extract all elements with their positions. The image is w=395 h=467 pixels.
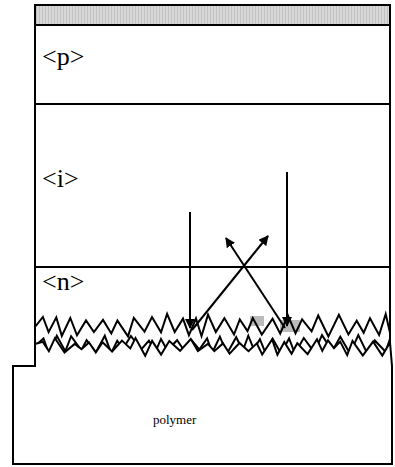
layer-label: <n> [35,268,390,296]
substrate-label: polymer [153,412,196,428]
frame-right [389,5,391,345]
layer-label: <i> [35,165,390,193]
p-layer: <p> [35,25,390,105]
rough-line [35,314,390,337]
n-layer: <n> [35,268,390,308]
i-layer: <i> [35,105,390,268]
substrate-shape [13,338,392,464]
polymer-substrate: polymer [12,336,393,465]
substrate-outline [12,336,393,465]
light-ray [189,212,191,328]
layer-label: <p> [35,43,390,71]
top-contact [35,5,390,25]
light-ray [286,172,288,326]
scattered-ray [226,238,285,328]
